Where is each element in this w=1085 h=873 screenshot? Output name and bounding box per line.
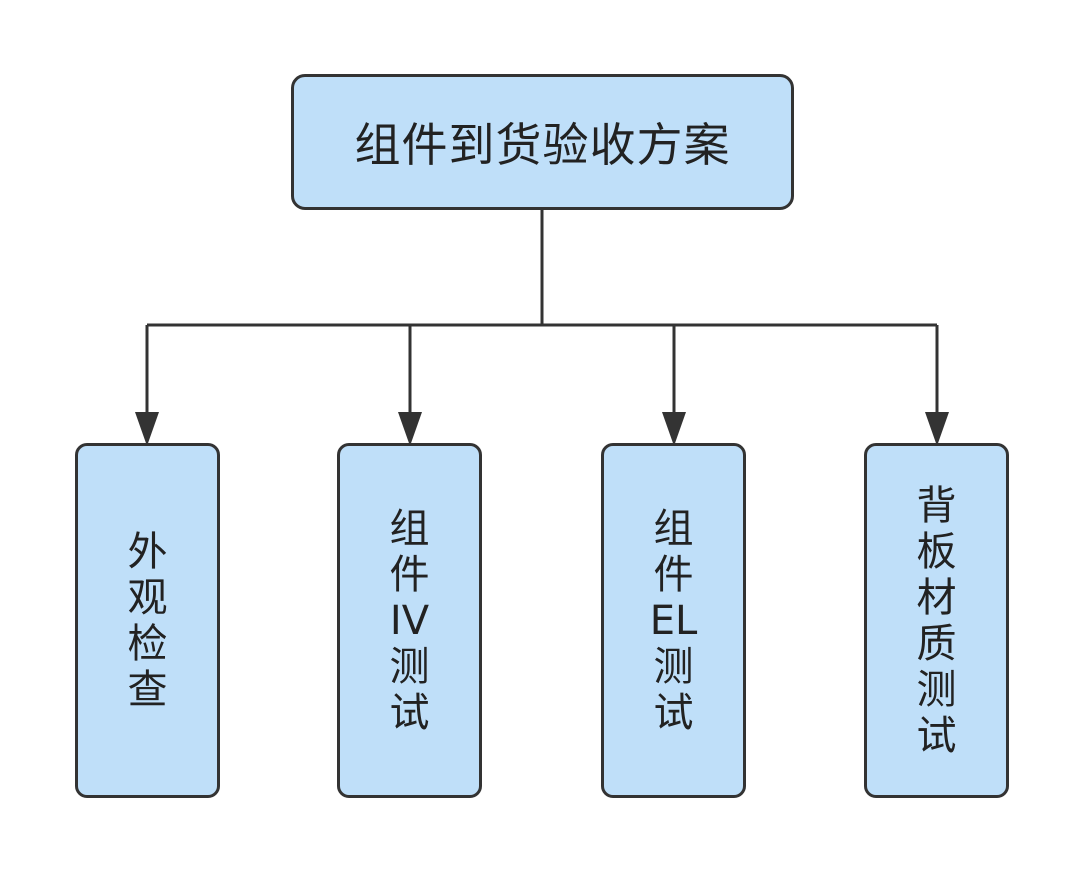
- label-char: EL: [649, 597, 698, 644]
- label-char: 质: [916, 620, 957, 667]
- label-char: 组: [389, 505, 430, 552]
- child-node-el-test: 组 件 EL 测 试: [601, 443, 746, 798]
- label-char: 外: [127, 528, 168, 575]
- label-char: IV: [389, 597, 430, 644]
- label-char: 测: [916, 666, 957, 713]
- arrowhead-3: [662, 412, 686, 446]
- label-char: 组: [653, 505, 694, 552]
- child-node-backsheet-test: 背 板 材 质 测 试: [864, 443, 1009, 798]
- child-node-label: 外 观 检 查: [128, 529, 168, 713]
- arrowhead-4: [925, 412, 949, 446]
- label-char: 件: [653, 551, 694, 598]
- label-char: 板: [916, 528, 957, 575]
- label-char: 测: [653, 643, 694, 690]
- child-node-label: 组 件 IV 测 试: [390, 506, 430, 736]
- label-char: 背: [916, 482, 957, 529]
- label-char: 试: [653, 689, 694, 736]
- child-node-visual-inspection: 外 观 检 查: [75, 443, 220, 798]
- root-node-label: 组件到货验收方案: [354, 118, 731, 172]
- label-char: 材: [916, 574, 957, 621]
- label-char: 查: [127, 666, 168, 713]
- label-char: 测: [389, 643, 430, 690]
- arrowhead-1: [135, 412, 159, 446]
- root-node: 组件到货验收方案: [291, 74, 794, 210]
- label-char: 检: [127, 620, 168, 667]
- arrowhead-2: [398, 412, 422, 446]
- child-node-iv-test: 组 件 IV 测 试: [337, 443, 482, 798]
- label-char: 件: [389, 551, 430, 598]
- label-char: 观: [127, 574, 168, 621]
- label-char: 试: [389, 689, 430, 736]
- label-char: 试: [916, 712, 957, 759]
- child-node-label: 组 件 EL 测 试: [650, 506, 698, 736]
- child-node-label: 背 板 材 质 测 试: [917, 483, 957, 759]
